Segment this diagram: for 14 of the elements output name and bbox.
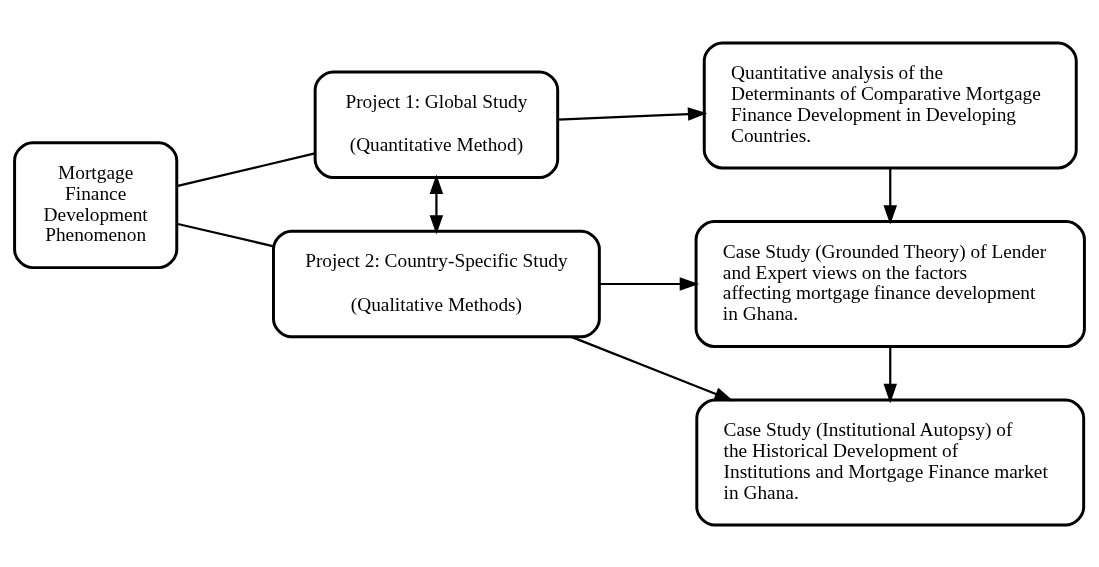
node-box: Case Study (Institutional Autopsy) of the Historical Development of Institutions and Mortgage Finance market in Ghana.	[695, 398, 1086, 527]
node-box: Case Study (Grounded Theory) of Lender and Expert views on the factors affecting mortgage finance development in Ghana.	[694, 219, 1086, 348]
arrow	[558, 106, 708, 121]
arrow	[883, 346, 898, 403]
node-box: Project 2: Country-Specific Study (Qualitative Methods)	[272, 229, 601, 338]
arrow	[429, 174, 444, 234]
arrow	[883, 167, 898, 225]
arrow	[599, 276, 700, 291]
node-box: Project 1: Global Study (Quantitative Method)	[313, 70, 560, 179]
connector	[176, 222, 274, 247]
arrow	[570, 335, 734, 401]
node-box: Quantitative analysis of the Determinants of Comparative Mortgage Finance Development in Developing Countries.	[702, 40, 1078, 169]
node-box: Mortgage Finance Development Phenomenon	[13, 140, 179, 269]
connector	[176, 151, 316, 187]
